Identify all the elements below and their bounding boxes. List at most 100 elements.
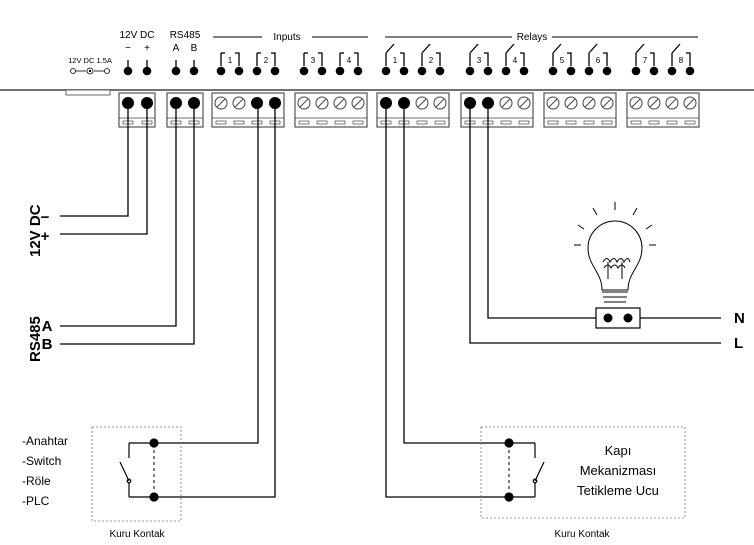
neutral-label: N [734,310,745,327]
wire-input2-b [154,102,276,498]
left-dry-contact-item-2: -Switch [22,454,61,468]
input-1-symbol: 1 [216,52,244,76]
relay-2-number: 2 [429,56,434,65]
terminal-screw [351,96,365,110]
terminal-screw [665,96,679,110]
terminal-screw [629,96,643,110]
power-minus-label: − [125,43,131,54]
left-dry-contact-box [91,426,182,522]
dc-jack-label: 12V DC 1.5A [68,56,112,65]
terminal-screw [297,96,311,110]
terminal-screw [214,96,228,110]
dc-jack-symbol [70,67,110,75]
wire-relay1-a [385,102,509,498]
inputs-header-title: Inputs [273,32,300,43]
relay-7-number: 7 [643,56,648,65]
relay-3-symbol: 3 [465,43,493,76]
input-4-symbol: 4 [335,52,363,76]
relay-5-symbol: 5 [548,43,576,76]
power-side-label: 12V DC [27,204,44,257]
terminal-screw [647,96,661,110]
right-dry-contact-line-2: Mekanizması [580,463,657,478]
terminal-screw [315,96,329,110]
rs485-header-title: RS485 [170,30,201,41]
left-dry-contact-item-1: -Anahtar [22,434,68,448]
input-2-symbol: 2 [252,52,280,76]
terminal-screw [433,96,447,110]
left-dry-contact-caption: Kuru Kontak [109,529,165,540]
wire-rs485-b [60,102,195,345]
left-switch-symbol [119,438,159,502]
terminal-screw [333,96,347,110]
wires [60,102,721,498]
dc-jack-body [65,89,111,96]
terminal-screw [517,96,531,110]
input-3-symbol: 3 [299,52,327,76]
relay-8-number: 8 [679,56,684,65]
wire-relay3-n [487,102,721,319]
relay-2-symbol: 2 [417,43,445,76]
relay-1-number: 1 [393,56,398,65]
top-pins-power-rs485 [123,60,199,76]
left-dry-contact-item-3: -Röle [22,474,51,488]
input-1-number: 1 [228,56,233,65]
terminal-screw [600,96,614,110]
terminal-block-relays-7-8 [626,92,700,128]
terminal-block-rs485 [166,92,204,128]
right-dry-contact-box [480,426,686,519]
terminal-block-relays-5-6 [543,92,617,128]
lightbulb-icon [574,202,656,303]
input-contact-symbols: 1 2 3 4 [216,52,363,76]
power-plus-side-label: + [41,228,50,245]
relay-3-number: 3 [477,56,482,65]
terminal-block-relays-1-2 [376,92,450,128]
rs485-a-header: A [173,43,180,54]
wire-power-minus [60,102,129,217]
right-switch-symbol [504,438,545,502]
relay-6-number: 6 [596,56,601,65]
terminal-block-power [118,92,156,128]
relay-5-number: 5 [560,56,565,65]
relay-6-symbol: 6 [584,43,612,76]
line-label: L [734,335,743,352]
wire-input2-a [154,102,259,444]
rs485-side-label: RS485 [27,316,44,362]
wire-power-plus [60,102,148,235]
input-4-number: 4 [347,56,352,65]
rs485-b-side-label: B [42,336,53,353]
terminal-screw-wired [251,97,263,109]
rs485-a-side-label: A [42,318,53,335]
terminal-block-inputs-3-4 [294,92,368,128]
terminal-screw [415,96,429,110]
wire-relay1-b [403,102,509,444]
input-2-number: 2 [264,56,269,65]
relay-7-symbol: 7 [631,43,659,76]
relay-1-symbol: 1 [381,43,409,76]
relay-4-number: 4 [513,56,518,65]
terminal-blocks [118,92,700,128]
right-dry-contact-line-3: Tetikleme Ucu [577,483,659,498]
right-dry-contact-caption: Kuru Kontak [554,529,610,540]
relays-header-title: Relays [517,32,548,43]
wire-relay3-l [469,102,721,344]
terminal-screw [499,96,513,110]
terminal-block-inputs-1-2 [211,92,285,128]
terminal-screw [546,96,560,110]
power-plus-label: + [144,43,150,54]
terminal-screw [232,96,246,110]
power-header-title: 12V DC [119,30,154,41]
lamp-socket [595,307,641,329]
relay-8-symbol: 8 [667,43,695,76]
terminal-screw [582,96,596,110]
power-minus-side-label: − [41,209,50,226]
wire-rs485-a [60,102,177,327]
input-3-number: 3 [311,56,316,65]
rs485-b-header: B [191,43,198,54]
relay-4-symbol: 4 [501,43,529,76]
terminal-block-relays-3-4 [460,92,534,128]
left-dry-contact-item-4: -PLC [22,494,50,508]
right-dry-contact-line-1: Kapı [605,443,632,458]
terminal-screw [564,96,578,110]
relay-contact-symbols: 1 2 3 4 5 6 7 8 [381,43,695,76]
